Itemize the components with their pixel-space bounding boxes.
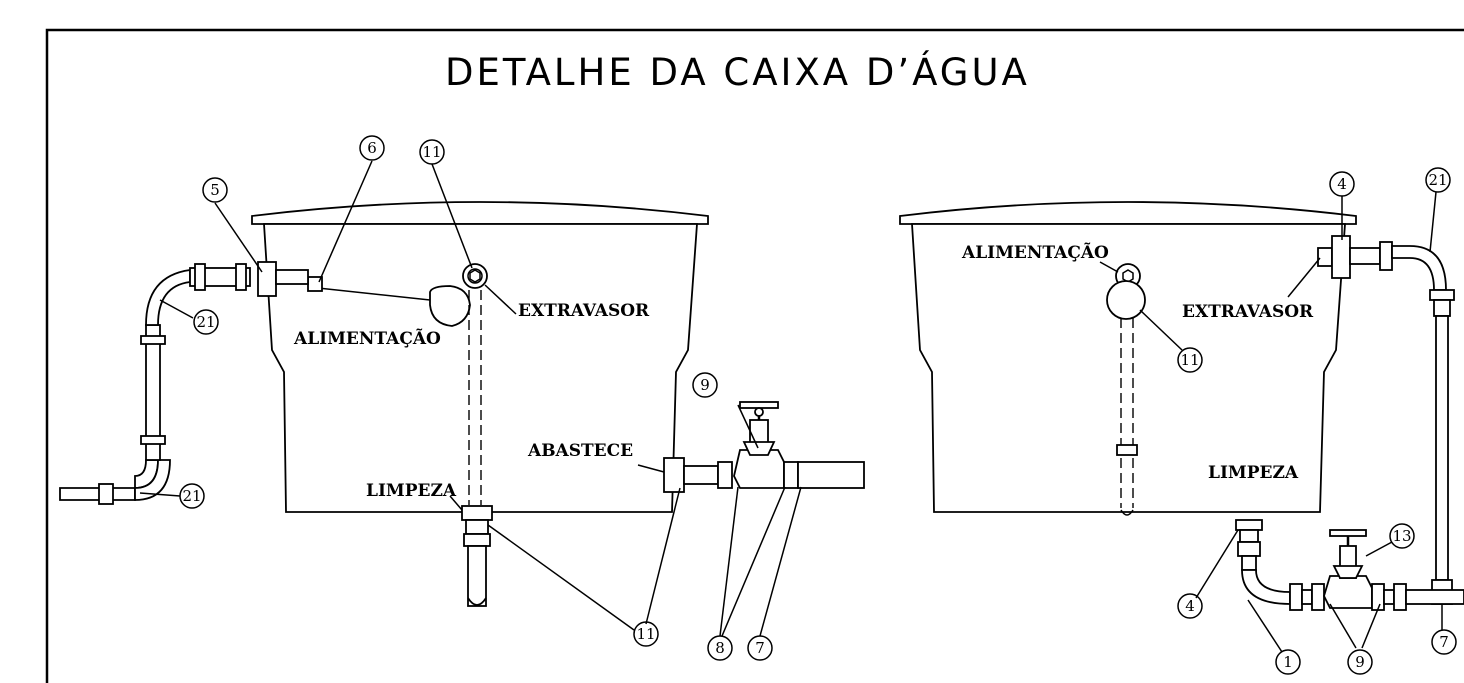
svg-text:7: 7 xyxy=(755,639,765,657)
callout-21-left-upper: 21 xyxy=(193,309,219,335)
left-tank-lid xyxy=(251,201,709,225)
callout-11-right: 11 xyxy=(1177,347,1203,373)
left-float-ball xyxy=(429,285,471,327)
right-tank xyxy=(899,201,1464,611)
callout-6-left: 6 xyxy=(359,135,385,161)
left-label-abastece: ABASTECE xyxy=(527,441,633,461)
callout-7-left: 7 xyxy=(747,635,773,661)
svg-text:1: 1 xyxy=(1283,653,1293,671)
svg-text:11: 11 xyxy=(1180,351,1199,369)
svg-text:21: 21 xyxy=(196,313,215,331)
callout-11-left-top: 11 xyxy=(419,139,445,165)
svg-text:9: 9 xyxy=(1355,653,1365,671)
right-overflow-pipe xyxy=(1317,235,1455,605)
svg-text:4: 4 xyxy=(1337,175,1347,193)
svg-text:5: 5 xyxy=(210,181,220,199)
left-tank xyxy=(59,201,865,607)
left-label-alimentacao: ALIMENTAÇÃO xyxy=(293,327,441,349)
callout-11-left-bottom: 11 xyxy=(633,621,659,647)
svg-text:8: 8 xyxy=(715,639,725,657)
svg-text:4: 4 xyxy=(1185,597,1195,615)
callout-4-right-top: 4 xyxy=(1329,171,1355,197)
svg-text:11: 11 xyxy=(636,625,655,643)
left-cleaning-drain xyxy=(461,505,493,607)
drawing-frame xyxy=(45,28,1464,683)
callout-13-right: 13 xyxy=(1389,523,1415,549)
svg-text:13: 13 xyxy=(1392,527,1411,545)
callout-21-right: 21 xyxy=(1425,167,1451,193)
svg-text:7: 7 xyxy=(1439,633,1449,651)
right-float-ball xyxy=(1106,280,1146,320)
callout-9-left: 9 xyxy=(692,372,718,398)
callout-5-left: 5 xyxy=(202,177,228,203)
svg-text:21: 21 xyxy=(1428,171,1447,189)
right-label-alimentacao: ALIMENTAÇÃO xyxy=(961,241,1109,263)
svg-text:21: 21 xyxy=(182,487,201,505)
svg-text:9: 9 xyxy=(700,376,710,394)
callout-21-left-lower: 21 xyxy=(179,483,205,509)
callout-9-right: 9 xyxy=(1347,649,1373,675)
right-tank-lid xyxy=(899,201,1357,225)
right-label-extravasor: EXTRAVASOR xyxy=(1182,302,1314,322)
left-label-limpeza: LIMPEZA xyxy=(366,481,457,501)
left-overflow-fitting xyxy=(462,263,488,289)
callout-4-right-bottom: 4 xyxy=(1177,593,1203,619)
right-cleaning-drain xyxy=(1235,519,1464,611)
callout-7-right: 7 xyxy=(1431,629,1457,655)
svg-text:6: 6 xyxy=(367,139,377,157)
left-outlet-pipe xyxy=(663,401,865,493)
drawing-title: DETALHE DA CAIXA D’ÁGUA xyxy=(445,50,1030,94)
left-inlet-pipe xyxy=(59,261,309,505)
left-label-extravasor: EXTRAVASOR xyxy=(518,301,650,321)
callout-1-right: 1 xyxy=(1275,649,1301,675)
callout-8-left: 8 xyxy=(707,635,733,661)
svg-text:11: 11 xyxy=(422,143,441,161)
right-label-limpeza: LIMPEZA xyxy=(1208,463,1299,483)
